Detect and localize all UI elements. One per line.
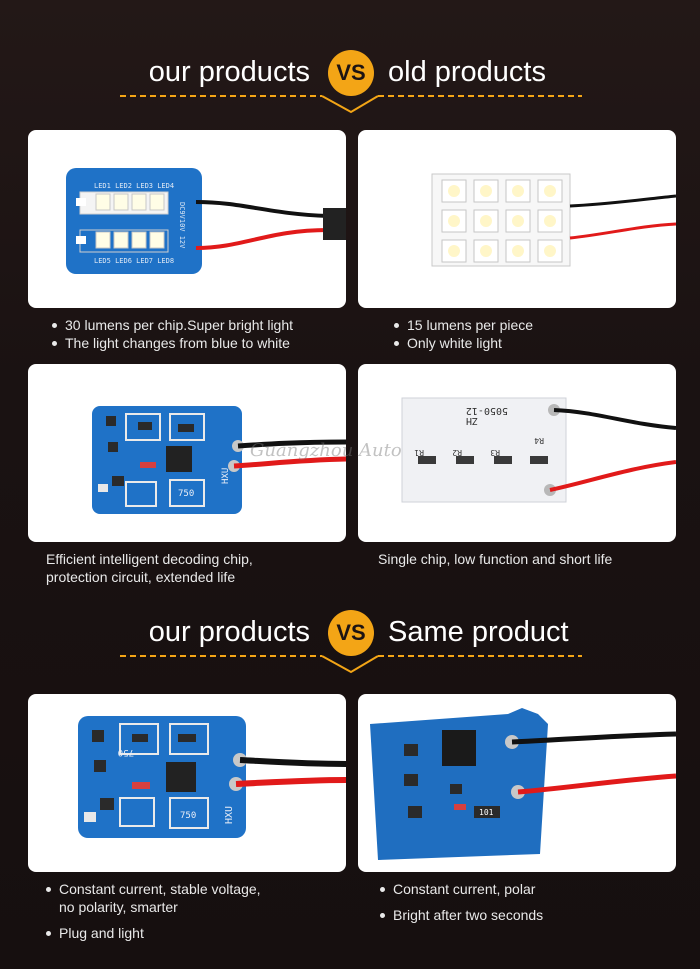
product-image-driver-ours-2: 750 750 HXU: [28, 694, 346, 872]
caption-text: Efficient intelligent decoding chip,: [46, 551, 253, 567]
caption-text: Constant current, stable voltage,: [59, 881, 261, 897]
resistor-label: 750: [178, 489, 194, 499]
our-products-title: our products: [148, 56, 310, 88]
vs-badge: VS: [328, 50, 374, 96]
product-image-led-panel-ours: LED1 LED2 LED3 LED4 LED5 LED6 LED7 LED8 …: [28, 130, 346, 308]
watermark-text: Guangzhou Auto: [250, 440, 402, 461]
old-products-title: old products: [388, 56, 546, 88]
pcb-zh-label: ZH: [466, 415, 478, 426]
pcb-led-labels-bottom: LED5 LED6 LED7 LED8: [94, 257, 174, 265]
caption-text: Plug and light: [59, 925, 144, 941]
pcb-r1-label: R1: [414, 448, 424, 457]
caption-row1-old: 15 lumens per piece Only white light: [394, 316, 533, 352]
pcb-r3-label: R3: [490, 448, 500, 457]
resistor-label-2: 750: [118, 747, 134, 757]
caption-row2-old: Single chip, low function and short life: [378, 550, 612, 568]
caption-text: Only white light: [407, 335, 502, 351]
caption-text: 30 lumens per chip.Super bright light: [65, 317, 294, 333]
white-led-panel-illustration: [431, 173, 676, 267]
pcb-brand-label: HXU: [224, 806, 235, 824]
header-divider-1: [120, 95, 582, 114]
caption-row2-ours: Efficient intelligent decoding chip, pro…: [46, 550, 253, 586]
header-divider-2: [120, 655, 582, 674]
blue-driver-pcb-illustration: 750 HXU: [92, 406, 346, 514]
caption-row3-same: Constant current, polar Bright after two…: [380, 880, 543, 924]
bullet-icon: [394, 322, 399, 328]
pcb-voltage-label: DC9V10V 12V: [178, 202, 186, 249]
resistor-label: 101: [479, 808, 494, 817]
caption-text: Single chip, low function and short life: [378, 551, 613, 567]
resistor-label: 750: [180, 811, 196, 821]
bullet-icon: [52, 340, 57, 346]
bullet-icon: [46, 886, 51, 892]
pcb-brand-label: HXU: [221, 468, 231, 484]
pcb-r4-label: R4: [534, 436, 544, 445]
comparison-header-2: our products VS Same product: [0, 608, 700, 678]
caption-text: no polarity, smarter: [59, 899, 178, 915]
blue-driver-pcb-illustration: 750 750 HXU: [78, 716, 346, 838]
white-driver-pcb-illustration: 5050-12 ZH R1 R2 R3 R4: [401, 397, 676, 503]
caption-text: protection circuit, extended life: [46, 569, 236, 585]
caption-text: 15 lumens per piece: [407, 317, 534, 333]
pcb-r2-label: R2: [452, 448, 462, 457]
caption-text: Constant current, polar: [393, 881, 536, 897]
our-products-title: our products: [148, 616, 310, 648]
bullet-icon: [380, 886, 385, 892]
product-image-driver-ours: 750 HXU: [28, 364, 346, 542]
caption-text: The light changes from blue to white: [65, 335, 290, 351]
bullet-icon: [52, 322, 57, 328]
caption-row1-ours: 30 lumens per chip.Super bright light Th…: [52, 316, 293, 352]
same-product-title: Same product: [388, 616, 569, 648]
blue-same-driver-pcb-illustration: 101: [370, 708, 676, 860]
bullet-icon: [394, 340, 399, 346]
pcb-model-label: 5050-12: [466, 405, 508, 416]
product-image-led-panel-old: [358, 130, 676, 308]
caption-text: Bright after two seconds: [393, 907, 544, 923]
product-image-driver-old: 5050-12 ZH R1 R2 R3 R4: [358, 364, 676, 542]
vs-badge: VS: [328, 610, 374, 656]
comparison-header-1: our products VS old products: [0, 48, 700, 118]
caption-row3-ours: Constant current, stable voltage, no pol…: [46, 880, 261, 942]
bullet-icon: [380, 912, 385, 918]
product-image-driver-same: 101: [358, 694, 676, 872]
blue-led-pcb-illustration: LED1 LED2 LED3 LED4 LED5 LED6 LED7 LED8 …: [66, 168, 346, 274]
bullet-icon: [46, 930, 51, 936]
pcb-led-labels-top: LED1 LED2 LED3 LED4: [94, 182, 174, 190]
